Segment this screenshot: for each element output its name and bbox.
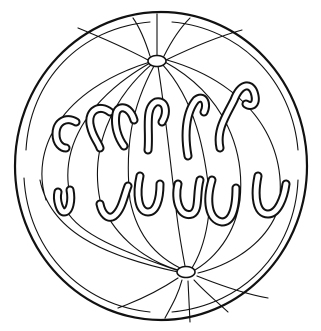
astral-ray [78, 28, 148, 60]
chromosome [177, 180, 200, 215]
astral-ray [166, 30, 242, 60]
chromosomes-upper-row [56, 86, 255, 156]
pole-bottom [177, 267, 195, 278]
chromosome [209, 180, 236, 222]
chromosome [90, 108, 110, 148]
astral-ray [197, 276, 268, 298]
membrane-inner-line [172, 22, 298, 150]
chromosome [100, 186, 128, 217]
chromosome [148, 102, 165, 150]
astral-ray [118, 278, 178, 308]
chromosome [219, 86, 255, 148]
pole-top [148, 56, 166, 67]
spindle-fiber [66, 210, 176, 270]
spindle-fiber [128, 66, 180, 268]
spindle-fiber [158, 66, 185, 266]
chromosomes-lower-row [57, 176, 286, 222]
chromosome [138, 176, 160, 212]
spindle-fiber [97, 64, 178, 270]
spindle-fibers [40, 60, 280, 273]
chromosome [256, 176, 286, 214]
spindle-fiber [165, 62, 241, 270]
spindle-fiber [167, 60, 280, 273]
chromosome [186, 98, 206, 156]
chromosome [115, 108, 134, 146]
chromosome [57, 190, 70, 212]
astral-ray [188, 281, 190, 322]
